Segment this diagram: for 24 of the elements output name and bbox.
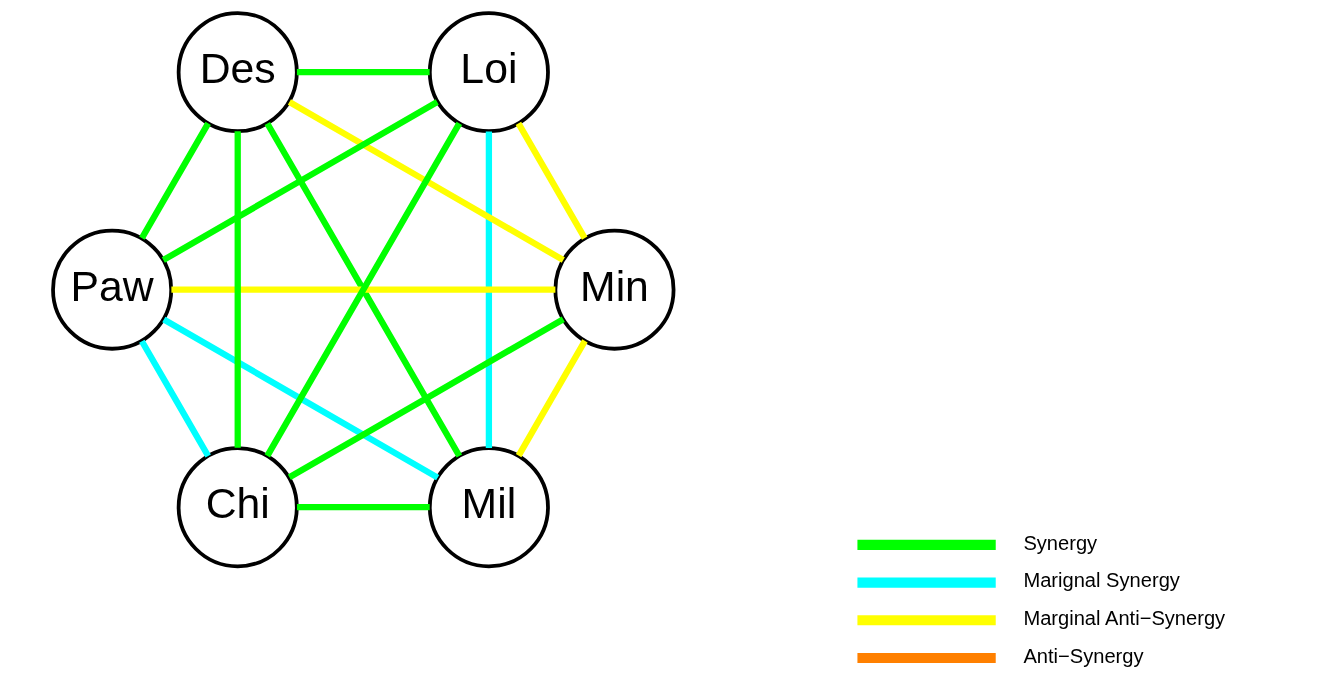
legend-label: Marginal Anti−Synergy [1022,607,1225,630]
connector [264,121,462,458]
connector [170,286,555,293]
connector [161,99,439,263]
node-circle: Min [553,228,675,351]
connector [234,131,241,448]
connector [138,339,211,458]
node-circle: Loi [427,11,550,134]
node-circle: Chi [176,446,299,569]
connector [161,316,439,481]
legend-label: Anti−Synergy [1022,644,1144,667]
connector [515,339,588,458]
connector [287,316,565,481]
connector [296,504,430,511]
connector [515,121,587,240]
connector [485,131,492,449]
legend-label: Synergy [1022,531,1097,554]
legend-label: Marignal Synergy [1022,569,1180,592]
node-circle: Mil [427,446,550,569]
node-circle: Des [176,11,299,134]
connector [296,69,430,76]
node-circle: Paw [50,228,173,351]
connector [287,99,565,263]
connector [138,121,211,240]
